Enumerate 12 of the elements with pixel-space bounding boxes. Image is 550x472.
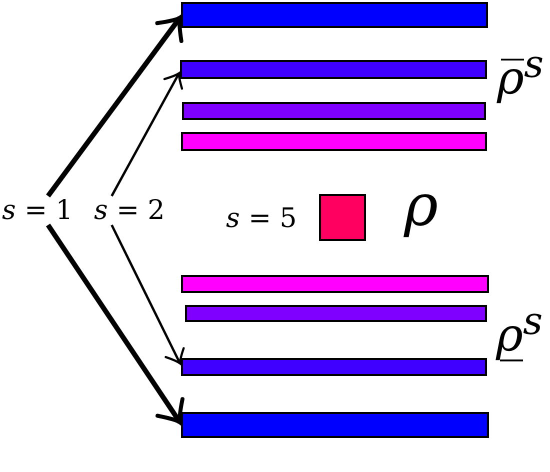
level-label: s = 5 <box>226 205 297 232</box>
level-bar <box>181 132 487 151</box>
value-square <box>319 194 366 241</box>
level-bar <box>181 412 489 438</box>
level-bar <box>182 102 486 120</box>
level-bar <box>181 275 489 293</box>
level-bar <box>181 2 488 28</box>
level-bar <box>181 358 487 376</box>
level-label: s = 1 <box>2 197 73 224</box>
level-bar <box>180 60 487 79</box>
level-bar <box>185 305 487 322</box>
level-label: s = 2 <box>94 197 165 224</box>
